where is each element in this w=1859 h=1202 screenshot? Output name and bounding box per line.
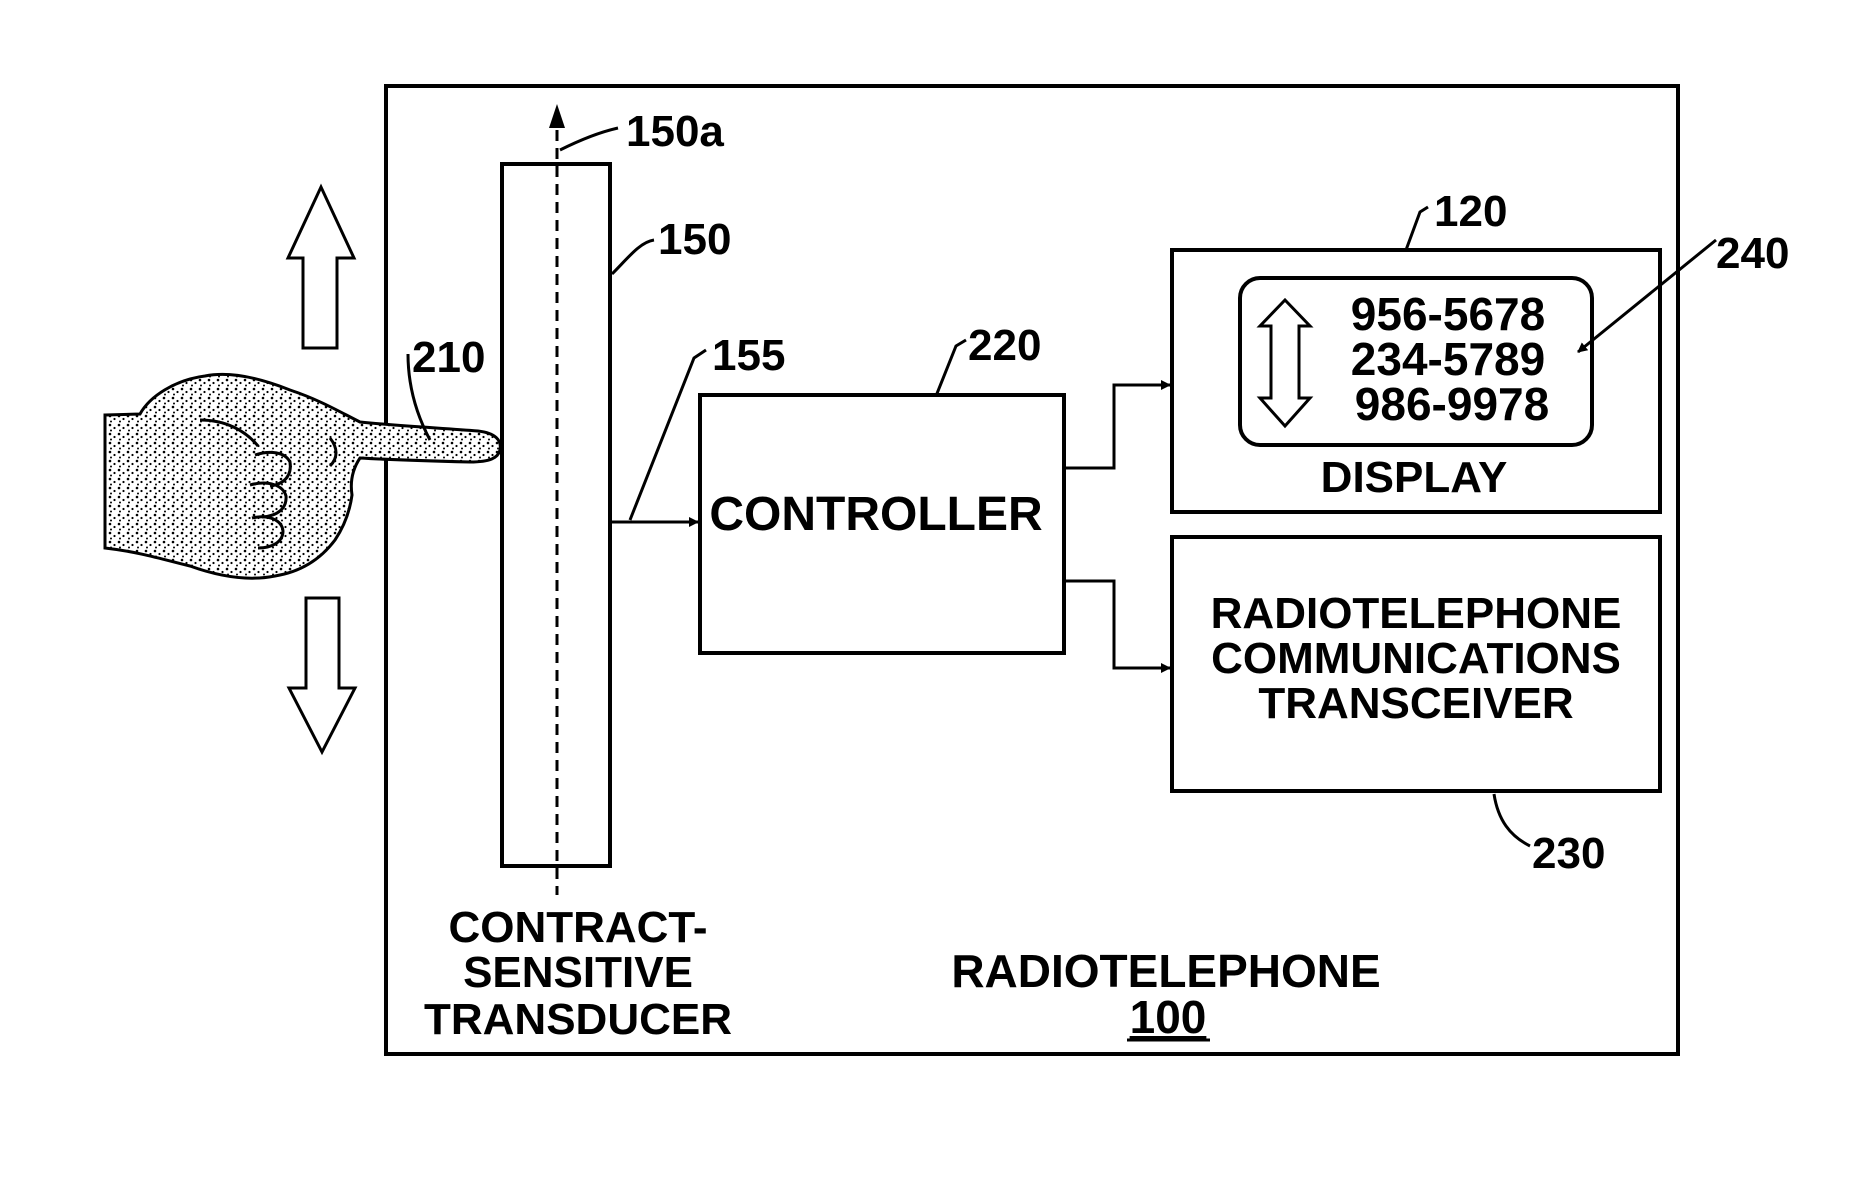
ref-220: 220 xyxy=(968,321,1041,370)
lead-150 xyxy=(612,240,654,274)
down-arrow-icon xyxy=(289,598,355,752)
axis-arrowhead xyxy=(549,104,565,128)
lead-150a xyxy=(560,128,618,150)
transducer-label-line-3: TRANSDUCER xyxy=(424,995,732,1044)
display-label: DISPLAY xyxy=(1321,453,1508,502)
device-number: 100 xyxy=(1130,991,1207,1043)
ref-150a: 150a xyxy=(626,107,724,156)
ref-230: 230 xyxy=(1532,829,1605,878)
display-number-3: 986-9978 xyxy=(1355,378,1549,430)
controller-label: CONTROLLER xyxy=(709,488,1042,541)
ref-210: 210 xyxy=(412,333,485,382)
device-label: RADIOTELEPHONE xyxy=(951,945,1380,997)
transceiver-label-line-2: COMMUNICATIONS xyxy=(1211,634,1621,683)
transceiver-label-line-3: TRANSCEIVER xyxy=(1258,679,1573,728)
transducer-label-line-2: SENSITIVE xyxy=(463,948,693,997)
controller-to-transceiver-arrow xyxy=(1064,581,1170,668)
ref-240: 240 xyxy=(1716,229,1789,278)
pointing-hand-icon xyxy=(105,374,500,578)
lead-220 xyxy=(936,340,966,396)
controller-to-display-arrow xyxy=(1064,385,1170,468)
ref-150: 150 xyxy=(658,215,731,264)
lead-120 xyxy=(1406,207,1428,250)
up-arrow-icon xyxy=(288,187,354,348)
scroll-arrow-icon xyxy=(1260,300,1310,426)
lead-240 xyxy=(1578,240,1716,352)
ref-120: 120 xyxy=(1434,187,1507,236)
transceiver-label-line-1: RADIOTELEPHONE xyxy=(1211,589,1622,638)
ref-155: 155 xyxy=(712,331,785,380)
lead-230 xyxy=(1494,794,1530,846)
transducer-label-line-1: CONTRACT- xyxy=(448,903,707,952)
lead-155 xyxy=(630,350,706,520)
